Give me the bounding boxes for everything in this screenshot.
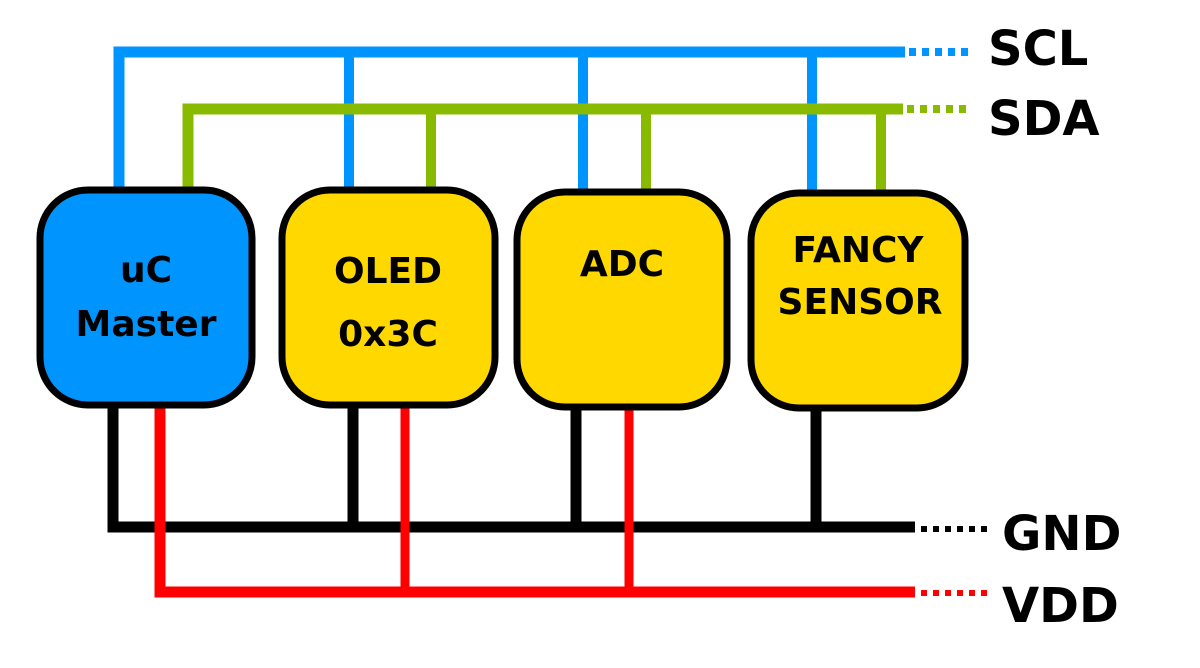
vdd-bus bbox=[154, 405, 988, 598]
fancy-sensor-label-line2: SENSOR bbox=[778, 282, 943, 323]
uc-master-label-line1: uC bbox=[120, 250, 172, 291]
oled-label-line1: OLED bbox=[334, 251, 442, 292]
device-adc[interactable]: ADC bbox=[513, 188, 731, 411]
uc-master-label-line2: Master bbox=[76, 304, 217, 345]
scl-main-line bbox=[113, 46, 905, 190]
device-oled[interactable]: OLED 0x3C bbox=[278, 186, 499, 409]
gnd-label: GND bbox=[1002, 506, 1121, 562]
gnd-bus bbox=[107, 405, 988, 533]
sda-main-line bbox=[182, 103, 903, 190]
device-uc-master[interactable]: uC Master bbox=[36, 186, 256, 409]
scl-bus bbox=[113, 46, 973, 192]
uc-master-box bbox=[36, 186, 256, 409]
fancy-sensor-box bbox=[747, 189, 969, 412]
fancy-sensor-label-line1: FANCY bbox=[793, 230, 925, 271]
sda-label: SDA bbox=[988, 91, 1100, 147]
oled-box bbox=[278, 186, 499, 409]
device-fancy-sensor[interactable]: FANCY SENSOR bbox=[747, 189, 969, 412]
vdd-label: VDD bbox=[1002, 578, 1119, 634]
scl-label: SCL bbox=[988, 21, 1088, 77]
adc-box bbox=[513, 188, 731, 411]
adc-label: ADC bbox=[580, 244, 664, 285]
oled-label-line2: 0x3C bbox=[338, 314, 438, 355]
vdd-main-line bbox=[154, 405, 915, 598]
sda-bus bbox=[182, 103, 971, 192]
gnd-main-line bbox=[107, 405, 915, 533]
